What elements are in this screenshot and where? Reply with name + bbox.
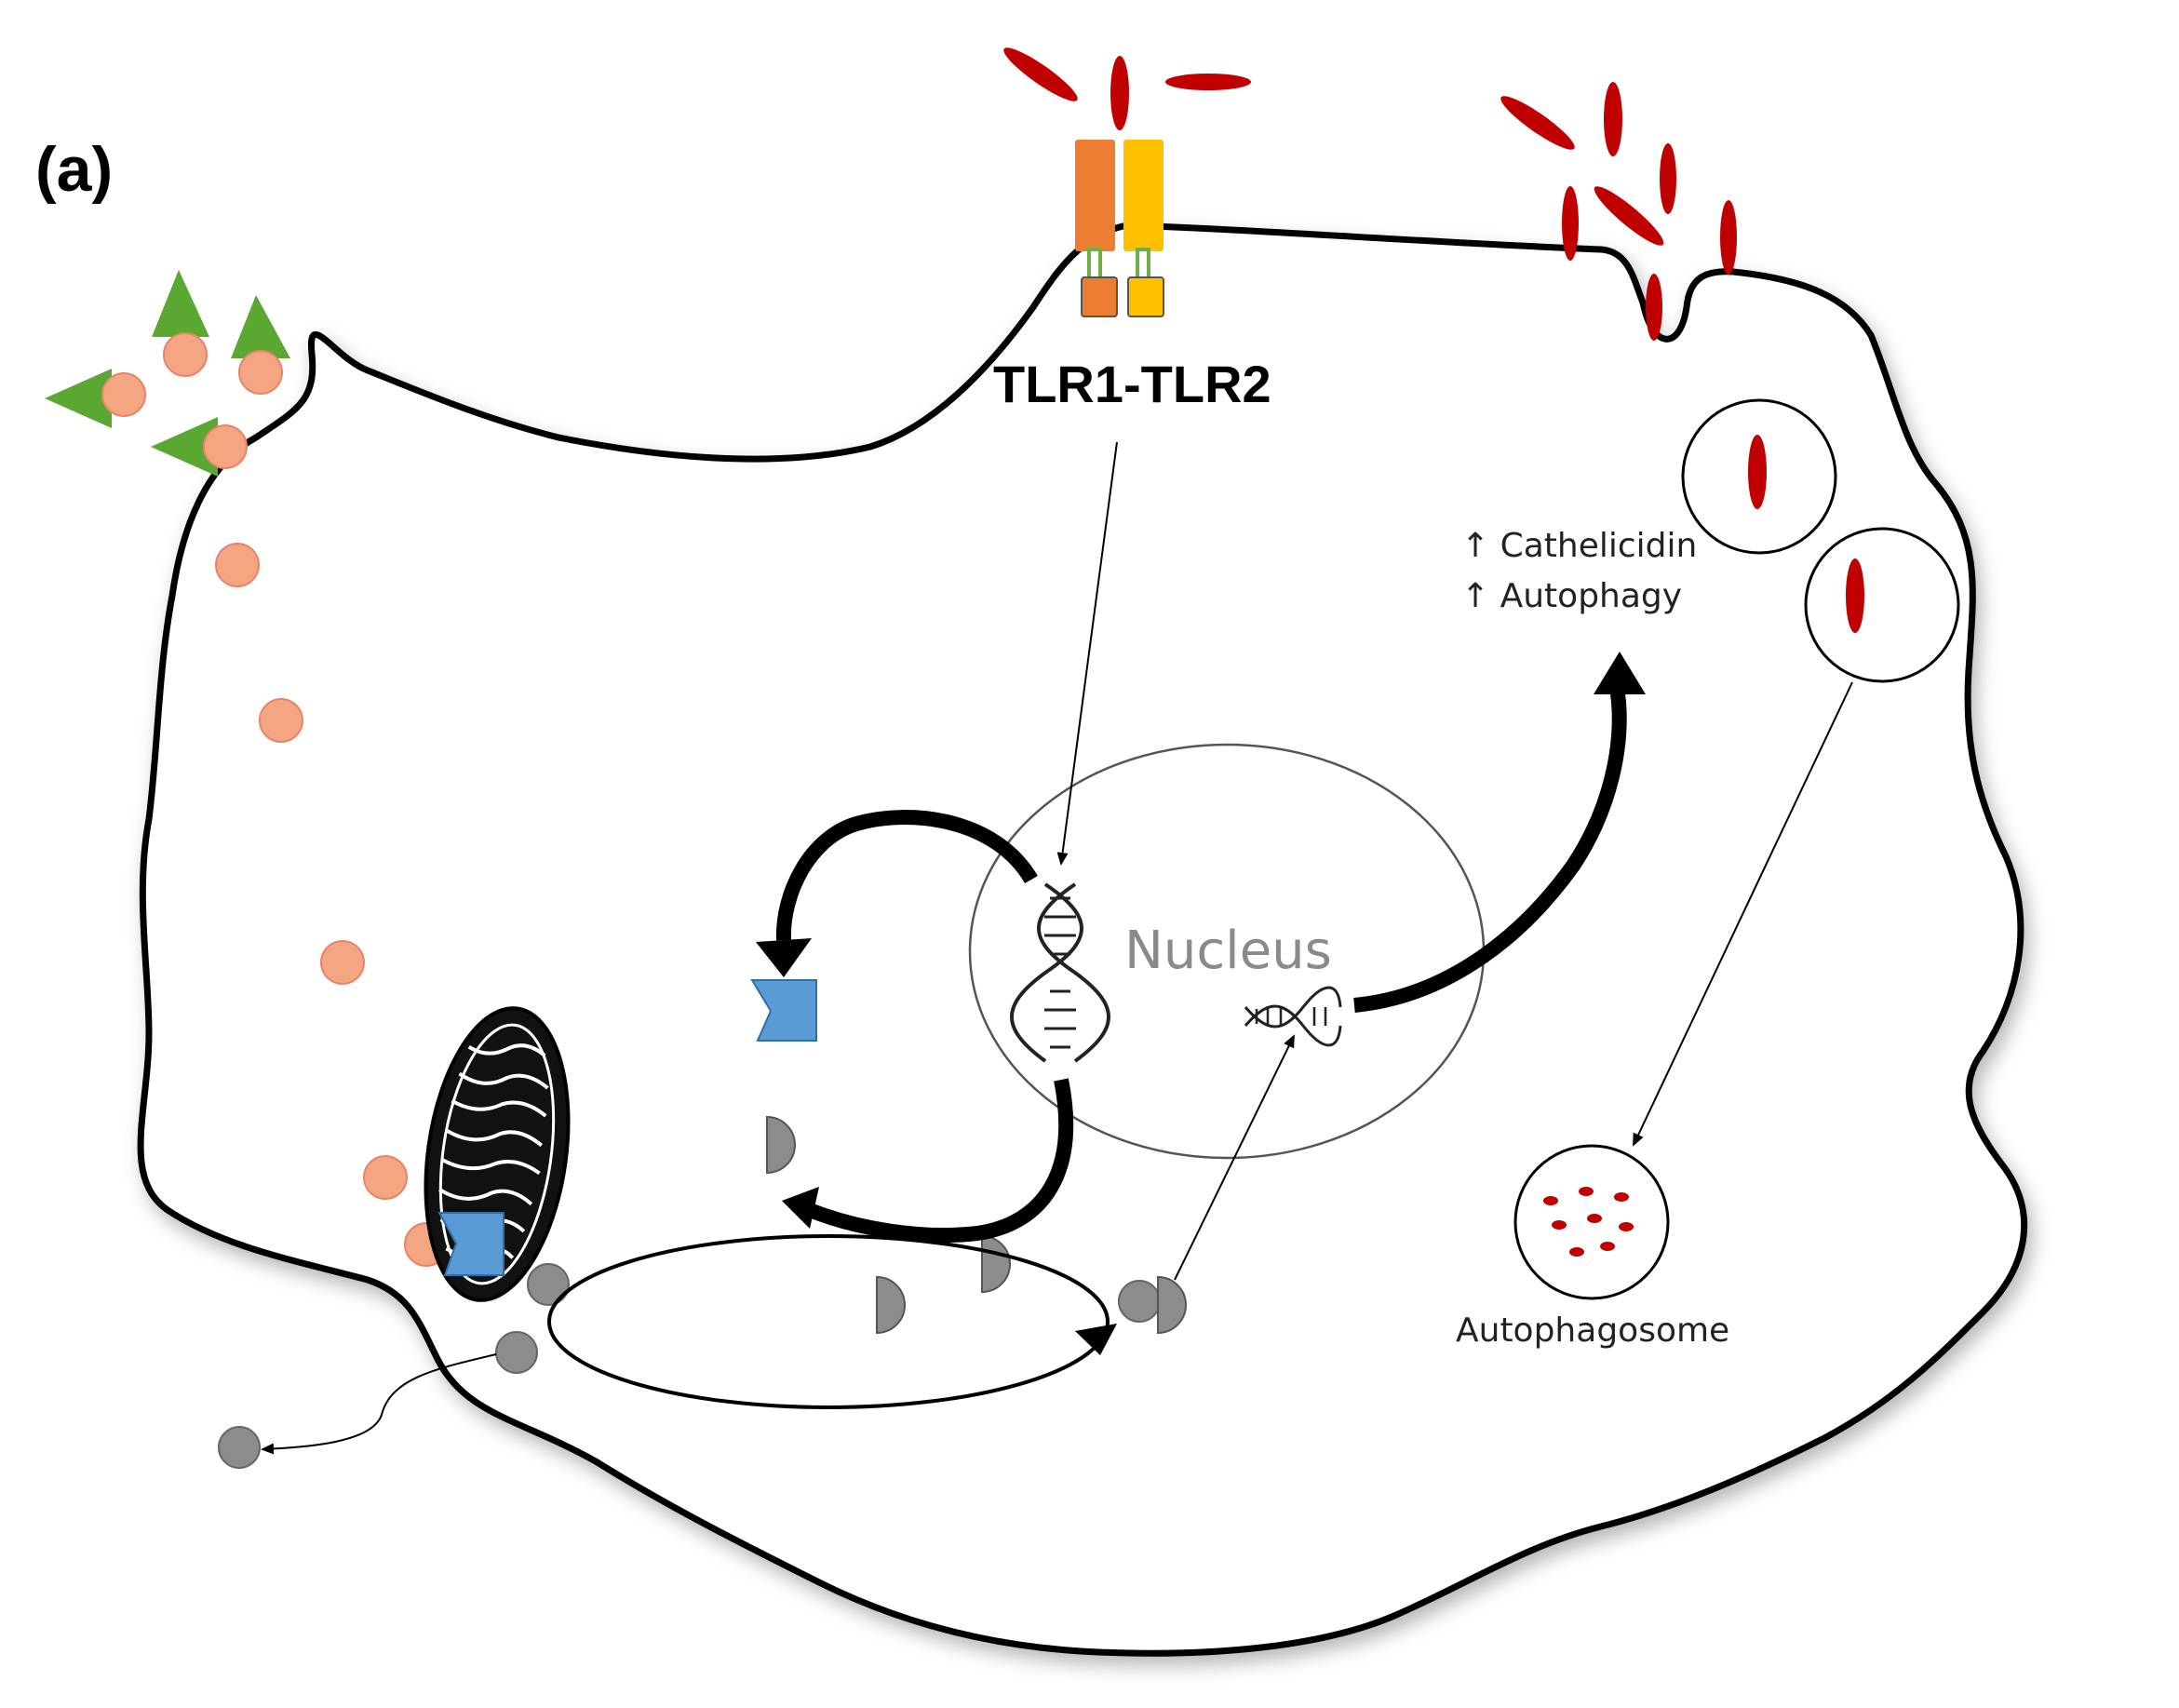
- gray-ligand: [527, 1263, 570, 1306]
- gray-ligands: [218, 1263, 1161, 1469]
- arrow-receptor-to-dna: [1056, 441, 1118, 866]
- arrow-ligand-export: [261, 1353, 497, 1455]
- effect-cathelicidin-label: ↑ Cathelicidin: [1461, 527, 1697, 565]
- bacterium: [1110, 56, 1129, 130]
- bacterium: [1646, 274, 1662, 341]
- binding-protein-triangle: [45, 369, 112, 428]
- effect-autophagy-label: ↑ Autophagy: [1461, 577, 1682, 615]
- thick-arrow-dna-to-vdr: [756, 810, 1038, 977]
- cycle-oval: [547, 1234, 1110, 1409]
- bacterium: [1846, 558, 1864, 633]
- gray-ligand: [218, 1426, 261, 1469]
- binding-protein-triangle: [231, 295, 290, 358]
- dna-helix-large: [1010, 882, 1110, 1063]
- tlr1-extracellular: [1075, 140, 1115, 251]
- vitamin-d-particle: [238, 350, 283, 395]
- bacterium: [1604, 82, 1622, 156]
- panel-label: (a): [35, 134, 113, 205]
- bacterium: [1660, 143, 1676, 214]
- vitamin-d-binding-complexes: [45, 270, 290, 477]
- tlr1-intracellular: [1081, 276, 1118, 317]
- nucleus-label: Nucleus: [1124, 921, 1332, 981]
- tlr1-linker: [1087, 248, 1102, 281]
- phagosome-2: [1804, 527, 1960, 683]
- arrow-phagosome-to-autophagosome: [1633, 681, 1853, 1147]
- autophagosome: [1513, 1144, 1670, 1300]
- tlr-label: TLR1-TLR2: [993, 355, 1271, 413]
- cell-membrane: [137, 222, 2028, 1657]
- vitamin-d-particle: [259, 698, 303, 743]
- bacterium: [1562, 186, 1579, 261]
- bacteria-entering: [1500, 82, 1737, 341]
- thick-arrow-dna-to-oval: [782, 1078, 1074, 1243]
- vdr-receptor-cytoplasm: [750, 979, 817, 1042]
- rxr-half-disc: [876, 1275, 906, 1335]
- binding-protein-triangle: [151, 417, 218, 477]
- rxr-half-disc: [1157, 1275, 1187, 1335]
- dna-helix-small: [1244, 986, 1342, 1047]
- tlr2-linker: [1136, 248, 1150, 281]
- tlr1-tlr2-receptor: [1075, 140, 1164, 317]
- bacterium: [1720, 200, 1737, 275]
- cycle-arrowhead: [1075, 1324, 1117, 1355]
- bacterium: [1594, 186, 1664, 246]
- bacterium: [1165, 74, 1251, 90]
- tlr2-extracellular: [1123, 140, 1163, 251]
- vitamin-d-particle: [320, 940, 365, 985]
- tlr2-intracellular: [1127, 276, 1164, 317]
- bacteria-near-receptor: [1003, 47, 1251, 130]
- vdr-receptor-mitochondrion: [437, 1212, 504, 1276]
- bacterium: [1748, 435, 1767, 509]
- phagosome-1: [1681, 398, 1837, 555]
- degraded-bacteria: [1543, 1187, 1634, 1257]
- bacterium: [1500, 96, 1575, 150]
- vitamin-d-particle: [101, 372, 146, 417]
- gray-ligand: [495, 1331, 538, 1374]
- gray-ligand: [1118, 1280, 1161, 1323]
- vitamin-d-particle: [163, 332, 208, 377]
- arrow-ligand-to-dna: [1174, 1034, 1295, 1281]
- vitamin-d-particle: [203, 424, 248, 469]
- binding-protein-triangle: [152, 270, 209, 337]
- bacterium: [1003, 47, 1078, 101]
- vitamin-d-particle: [363, 1155, 408, 1200]
- rxr-half-disc: [766, 1115, 796, 1175]
- thick-arrow-nucleus-to-effects: [1353, 652, 1646, 1013]
- autophagosome-label: Autophagosome: [1456, 1311, 1729, 1350]
- vitamin-d-particle: [215, 543, 260, 587]
